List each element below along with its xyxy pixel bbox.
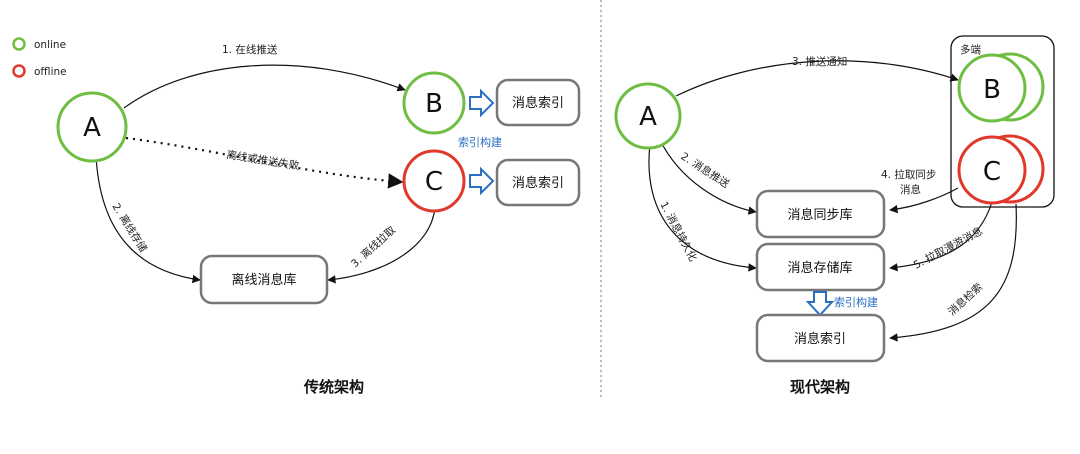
offline-legend-icon (12, 64, 26, 78)
modern-node-a-label: A (639, 102, 657, 132)
modern-architecture: 多端 3. 推送通知 2. 消息推送 1. 消息持久化 4. 拉取同步 消息 5… (614, 35, 1055, 396)
store-db-label: 消息存储库 (787, 260, 852, 276)
node-a (56, 91, 128, 163)
edge-pull-roam-label: 5. 拉取漫游消息 (911, 224, 985, 271)
edge-pull-roam (889, 201, 993, 272)
modern-index-build-label: 索引构建 (834, 295, 878, 309)
edge-offline-push-fail (125, 136, 404, 189)
index-arrow-b-icon (469, 88, 495, 118)
edge-offline-push-fail-label: 离线或推送失败 (226, 148, 301, 172)
node-c (402, 149, 466, 213)
edge-pull-sync-label: 4. 拉取同步 (881, 168, 936, 181)
traditional-caption: 传统架构 (303, 378, 364, 396)
traditional-architecture: 1. 在线推送 离线或推送失败 2. 离线存储 3. 离线拉取 A B C 索引… (56, 43, 581, 396)
multi-device-label: 多端 (960, 43, 981, 56)
index-box-b-label: 消息索引 (512, 95, 564, 111)
legend-online-label: online (34, 39, 66, 51)
store-db-box (755, 242, 886, 292)
sync-db-label: 消息同步库 (787, 207, 852, 223)
modern-node-c-label: C (983, 157, 1001, 187)
edge-persist-label: 1. 消息持久化 (657, 199, 700, 264)
index-build-down-icon (805, 291, 835, 317)
offline-db-box (199, 254, 329, 305)
node-a-label: A (83, 113, 101, 143)
edge-persist (648, 143, 757, 272)
edge-msg-push (659, 139, 757, 215)
index-box-b (495, 78, 581, 127)
edge-push-notify (675, 60, 959, 97)
modern-node-c (957, 135, 1027, 205)
edge-msg-push-label: 2. 消息推送 (678, 150, 732, 191)
index-box-c (495, 158, 581, 207)
edge-online-push (123, 64, 406, 109)
traditional-index-build-label: 索引构建 (458, 135, 502, 149)
index-db-box (755, 313, 886, 363)
index-box-c-label: 消息索引 (512, 175, 564, 191)
node-b (402, 71, 466, 135)
edge-online-push-label: 1. 在线推送 (222, 43, 278, 56)
offline-db-label: 离线消息库 (231, 272, 296, 288)
legend-offline-label: offline (34, 66, 67, 78)
index-arrow-c-icon (469, 166, 495, 196)
modern-node-b (957, 53, 1027, 123)
sync-db-box (755, 189, 886, 239)
legend: online offline (12, 37, 67, 78)
online-legend-icon (12, 37, 26, 51)
modern-node-a (614, 82, 682, 150)
edge-offline-pull (327, 207, 436, 284)
edge-search-label: 消息检索 (945, 280, 985, 318)
modern-caption: 现代架构 (790, 378, 850, 396)
modern-node-b-label: B (983, 75, 1001, 105)
index-db-label: 消息索引 (794, 331, 846, 347)
edge-offline-store (95, 155, 201, 284)
node-c-label: C (425, 167, 443, 197)
edge-search (889, 203, 1017, 342)
edge-pull-sync-label-2: 消息 (900, 183, 921, 196)
node-b-label: B (425, 89, 443, 119)
edge-push-notify-label: 3. 推送通知 (792, 55, 847, 68)
edge-pull-sync (889, 187, 959, 214)
